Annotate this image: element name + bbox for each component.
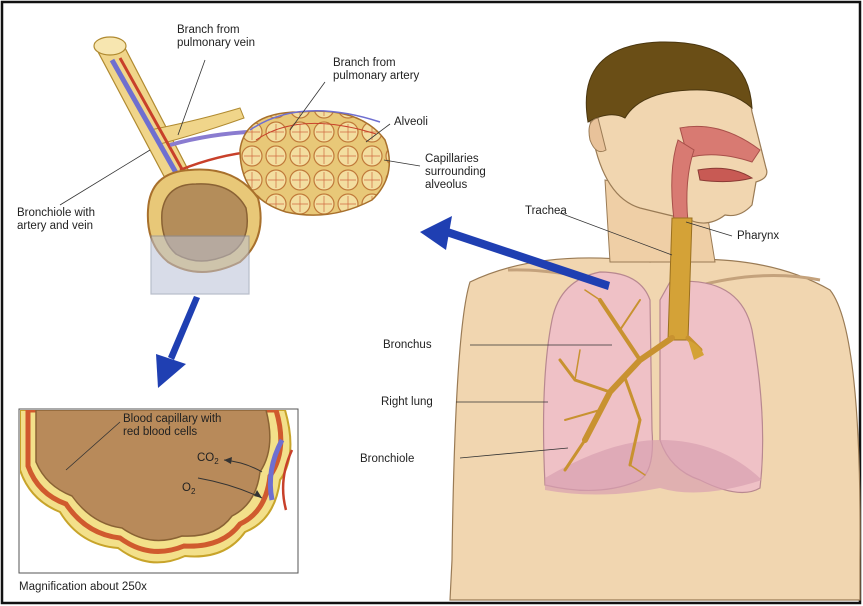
label-branch-artery: Branch from pulmonary artery bbox=[333, 57, 419, 83]
label-alveoli: Alveoli bbox=[394, 116, 428, 129]
label-co2: CO2 bbox=[197, 452, 219, 465]
label-branch-vein: Branch from pulmonary vein bbox=[177, 24, 255, 50]
trachea-tube bbox=[668, 218, 692, 340]
label-pharynx: Pharynx bbox=[737, 230, 779, 243]
label-bronchiole: Bronchiole bbox=[360, 453, 414, 466]
o2-text: O bbox=[182, 482, 191, 494]
co2-text: CO bbox=[197, 452, 214, 464]
o2-subscript: 2 bbox=[191, 487, 195, 496]
label-bronchus: Bronchus bbox=[383, 339, 432, 352]
co2-subscript: 2 bbox=[214, 457, 218, 466]
label-blood-capillary: Blood capillary with red blood cells bbox=[123, 413, 221, 439]
label-right-lung: Right lung bbox=[381, 396, 433, 409]
label-capillaries: Capillaries surrounding alveolus bbox=[425, 153, 486, 192]
caption-magnification: Magnification about 250x bbox=[19, 581, 147, 594]
label-bronchiole-artery-vein: Bronchiole with artery and vein bbox=[17, 207, 95, 233]
bronchiole-opening bbox=[94, 37, 126, 55]
label-o2: O2 bbox=[182, 482, 195, 495]
label-trachea: Trachea bbox=[525, 205, 567, 218]
torso bbox=[450, 258, 860, 600]
alveolar-sac-large bbox=[240, 111, 389, 215]
magnification-box bbox=[151, 236, 249, 294]
